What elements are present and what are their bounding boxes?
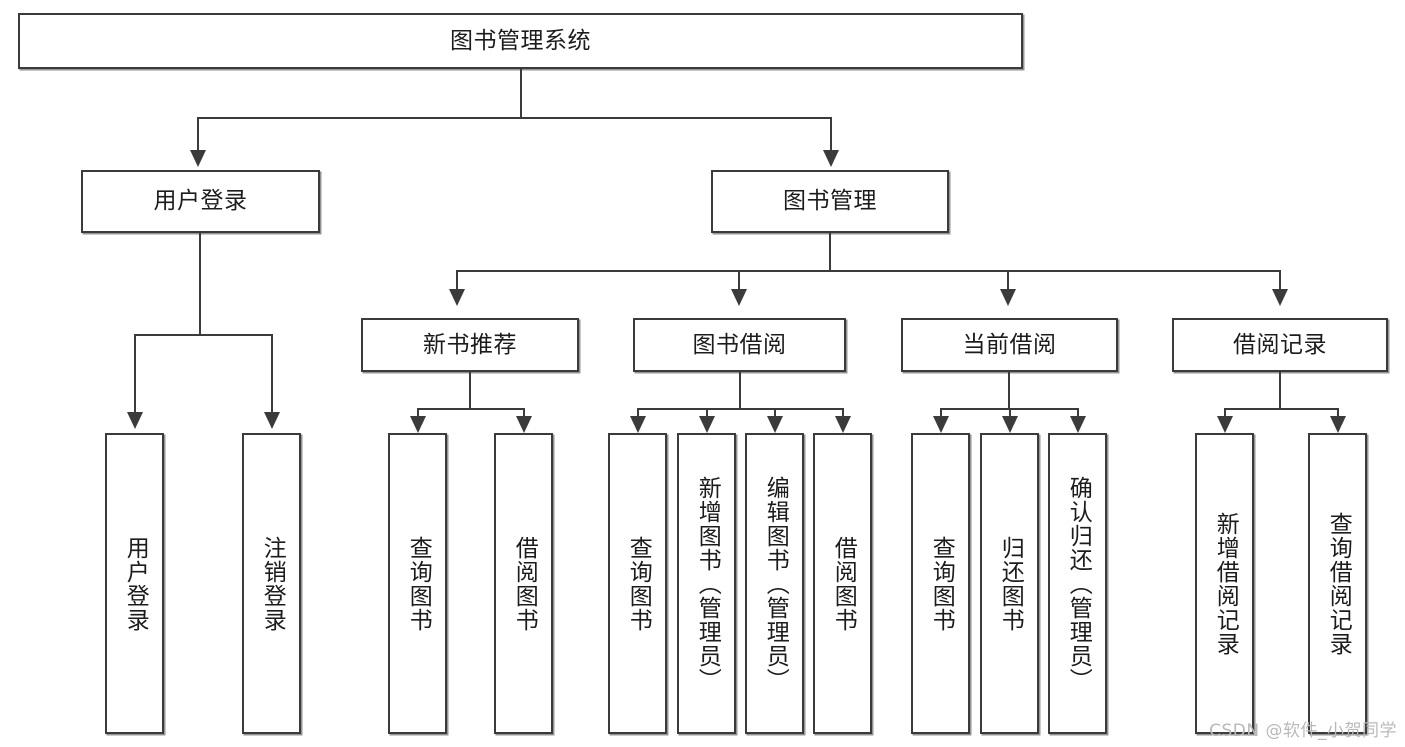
leaf-logout[interactable]: 注销登录 — [242, 433, 301, 734]
node-label: 查询图书 — [928, 535, 955, 632]
node-new-book-recommend[interactable]: 新书推荐 — [361, 318, 579, 372]
connector-to-book-manage — [830, 117, 832, 151]
node-current-borrow[interactable]: 当前借阅 — [901, 318, 1118, 372]
arrow-book-borrow-child-4 — [835, 416, 851, 433]
node-user-login[interactable]: 用户登录 — [81, 170, 320, 233]
connector-borrow-record-child-2 — [1337, 408, 1339, 417]
connector-user-login-child-1 — [134, 334, 136, 413]
connector-new-book-child-2 — [523, 408, 525, 417]
node-label: 新增借阅记录 — [1212, 511, 1239, 656]
connector-to-new-book — [456, 270, 458, 290]
connector-borrow-record-child-1 — [1224, 408, 1226, 417]
arrow-user-login-child-2 — [264, 412, 280, 429]
connector-book-borrow-child-3 — [774, 408, 776, 417]
arrow-book-borrow-child-3 — [767, 416, 783, 433]
connector-to-book-borrow — [738, 270, 740, 290]
node-label: 用户登录 — [153, 188, 248, 215]
node-root-system[interactable]: 图书管理系统 — [18, 13, 1023, 69]
connector-current-borrow-stem — [1008, 372, 1010, 408]
connector-new-book-bar — [417, 408, 525, 410]
leaf-confirm-return-admin[interactable]: 确认归还（管理员） — [1048, 433, 1107, 734]
leaf-current-query-book[interactable]: 查询图书 — [911, 433, 970, 734]
arrow-to-user-login — [190, 150, 206, 167]
connector-new-book-stem — [469, 372, 471, 408]
leaf-query-borrow-record[interactable]: 查询借阅记录 — [1308, 433, 1367, 734]
node-label: 查询借阅记录 — [1325, 511, 1352, 656]
connector-borrow-record-stem — [1279, 372, 1281, 408]
node-label: 归还图书 — [997, 535, 1024, 632]
node-label: 查询图书 — [405, 535, 432, 632]
connector-book-borrow-child-1 — [637, 408, 639, 417]
node-label: 用户登录 — [122, 535, 149, 632]
connector-book-borrow-child-2 — [706, 408, 708, 417]
arrow-user-login-child-1 — [127, 412, 143, 429]
node-label: 新增图书（管理员） — [694, 475, 721, 692]
node-label: 图书借阅 — [692, 331, 787, 358]
connector-user-login-bar — [134, 334, 272, 336]
connector-level1-bar — [197, 117, 832, 119]
connector-current-borrow-child-1 — [940, 408, 942, 417]
arrow-current-borrow-child-1 — [933, 416, 949, 433]
arrow-book-borrow-child-2 — [699, 416, 715, 433]
arrow-to-book-borrow — [731, 289, 747, 306]
arrow-to-current-borrow — [1000, 289, 1016, 306]
arrow-borrow-record-child-1 — [1217, 416, 1233, 433]
connector-user-login-stem — [199, 233, 201, 334]
arrow-new-book-child-1 — [410, 416, 426, 433]
connector-level2-bar — [456, 270, 1280, 272]
leaf-add-book-admin[interactable]: 新增图书（管理员） — [677, 433, 736, 734]
node-label: 图书管理 — [783, 188, 877, 215]
arrow-to-borrow-record — [1272, 289, 1288, 306]
arrow-to-book-manage — [823, 150, 839, 167]
connector-book-borrow-stem — [739, 372, 741, 408]
arrow-current-borrow-child-3 — [1070, 416, 1086, 433]
connector-book-borrow-child-4 — [842, 408, 844, 417]
leaf-add-borrow-record[interactable]: 新增借阅记录 — [1195, 433, 1254, 734]
connector-book-manage-stem — [829, 233, 831, 270]
leaf-new-book-query[interactable]: 查询图书 — [388, 433, 447, 734]
connector-root-stem — [520, 69, 522, 117]
node-label: 借阅图书 — [830, 535, 857, 632]
arrow-current-borrow-child-2 — [1002, 416, 1018, 433]
node-book-borrow[interactable]: 图书借阅 — [633, 318, 846, 372]
node-label: 编辑图书（管理员） — [762, 475, 789, 692]
connector-to-user-login — [197, 117, 199, 151]
leaf-edit-book-admin[interactable]: 编辑图书（管理员） — [745, 433, 804, 734]
leaf-user-login[interactable]: 用户登录 — [105, 433, 164, 734]
node-book-management[interactable]: 图书管理 — [711, 170, 949, 233]
node-label: 借阅图书 — [511, 535, 538, 632]
leaf-return-book[interactable]: 归还图书 — [980, 433, 1039, 734]
node-label: 查询图书 — [625, 535, 652, 632]
connector-to-borrow-record — [1279, 270, 1281, 290]
node-label: 图书管理系统 — [450, 27, 591, 54]
node-borrow-record[interactable]: 借阅记录 — [1172, 318, 1388, 372]
connector-current-borrow-child-3 — [1077, 408, 1079, 417]
leaf-new-book-borrow[interactable]: 借阅图书 — [494, 433, 553, 734]
leaf-borrow-query-book[interactable]: 查询图书 — [608, 433, 667, 734]
arrow-borrow-record-child-2 — [1330, 416, 1346, 433]
connector-borrow-record-bar — [1224, 408, 1338, 410]
connector-new-book-child-1 — [417, 408, 419, 417]
node-label: 当前借阅 — [962, 331, 1057, 358]
connector-to-current-borrow — [1007, 270, 1009, 290]
leaf-borrow-book[interactable]: 借阅图书 — [813, 433, 872, 734]
connector-current-borrow-child-2 — [1009, 408, 1011, 417]
node-label: 注销登录 — [259, 535, 286, 632]
node-label: 借阅记录 — [1233, 331, 1327, 358]
node-label: 确认归还（管理员） — [1065, 475, 1092, 692]
arrow-new-book-child-2 — [516, 416, 532, 433]
connector-book-borrow-bar — [637, 408, 843, 410]
arrow-to-new-book — [449, 289, 465, 306]
connector-user-login-child-2 — [271, 334, 273, 413]
watermark-text: CSDN @软件_小贺同学 — [1209, 721, 1397, 741]
node-label: 新书推荐 — [423, 331, 517, 358]
arrow-book-borrow-child-1 — [630, 416, 646, 433]
